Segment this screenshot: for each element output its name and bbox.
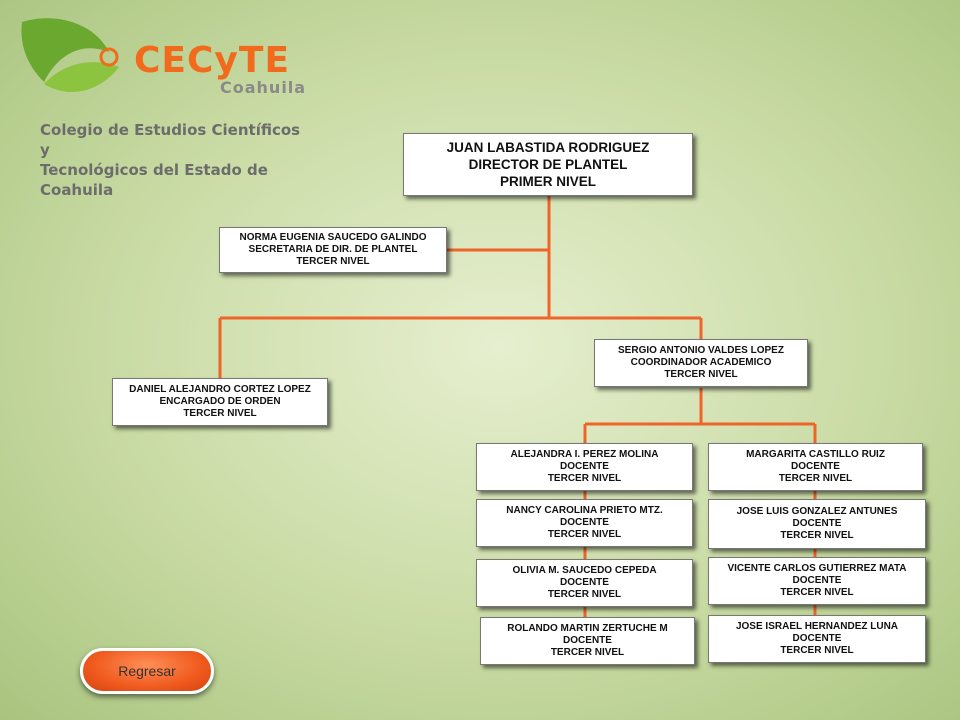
node-secretaria: NORMA EUGENIA SAUCEDO GALINDO SECRETARIA… xyxy=(219,227,447,273)
node-name: JOSE LUIS GONZALEZ ANTUNES xyxy=(736,506,898,517)
node-name: NANCY CAROLINA PRIETO MTZ. xyxy=(506,505,663,516)
node-role: SECRETARIA DE DIR. DE PLANTEL xyxy=(248,244,418,255)
node-role: DOCENTE xyxy=(563,635,612,646)
node-director: JUAN LABASTIDA RODRIGUEZ DIRECTOR DE PLA… xyxy=(403,133,693,196)
brand-state: Coahuila xyxy=(220,78,307,97)
node-name: JUAN LABASTIDA RODRIGUEZ xyxy=(446,140,650,155)
node-name: ALEJANDRA I. PEREZ MOLINA xyxy=(510,449,659,460)
node-name: DANIEL ALEJANDRO CORTEZ LOPEZ xyxy=(129,384,311,395)
node-docente: MARGARITA CASTILLO RUIZ DOCENTE TERCER N… xyxy=(708,443,923,491)
node-name: VICENTE CARLOS GUTIERREZ MATA xyxy=(727,563,907,574)
node-docente: VICENTE CARLOS GUTIERREZ MATA DOCENTE TE… xyxy=(708,557,926,605)
node-role: DOCENTE xyxy=(792,633,842,644)
node-docente: NANCY CAROLINA PRIETO MTZ. DOCENTE TERCE… xyxy=(476,499,693,547)
node-role: DOCENTE xyxy=(791,461,840,472)
node-level: TERCER NIVEL xyxy=(780,530,854,541)
node-docente: ALEJANDRA I. PEREZ MOLINA DOCENTE TERCER… xyxy=(476,443,693,491)
node-name: SERGIO ANTONIO VALDES LOPEZ xyxy=(618,345,784,356)
node-level: TERCER NIVEL xyxy=(547,589,622,600)
node-role: DOCENTE xyxy=(792,575,842,586)
node-role: DOCENTE xyxy=(560,517,609,528)
node-docente: ROLANDO MARTIN ZERTUCHE M DOCENTE TERCER… xyxy=(480,617,695,665)
node-role: DOCENTE xyxy=(560,461,609,472)
node-level: TERCER NIVEL xyxy=(780,645,854,656)
node-name: NORMA EUGENIA SAUCEDO GALINDO xyxy=(239,232,427,243)
node-level: TERCER NIVEL xyxy=(778,473,853,484)
node-name: OLIVIA M. SAUCEDO CEPEDA xyxy=(512,565,657,576)
node-name: ROLANDO MARTIN ZERTUCHE M xyxy=(507,623,668,634)
node-level: TERCER NIVEL xyxy=(780,587,854,598)
brand-name: CECyTE xyxy=(134,40,291,81)
node-level: TERCER NIVEL xyxy=(296,256,370,267)
back-button[interactable]: Regresar xyxy=(80,648,214,694)
node-level: PRIMER NIVEL xyxy=(499,174,596,189)
cecyte-logo: CECyTE Coahuila Colegio de Estudios Cien… xyxy=(14,12,307,199)
college-name: Colegio de Estudios Científicos y Tecnol… xyxy=(40,121,301,199)
node-docente: JOSE ISRAEL HERNANDEZ LUNA DOCENTE TERCE… xyxy=(708,615,926,663)
node-docente: JOSE LUIS GONZALEZ ANTUNES DOCENTE TERCE… xyxy=(708,499,926,549)
node-role: DOCENTE xyxy=(792,518,842,529)
node-role: COORDINADOR ACADEMICO xyxy=(630,357,772,368)
node-role: ENCARGADO DE ORDEN xyxy=(159,396,281,407)
node-role: DIRECTOR DE PLANTEL xyxy=(468,157,628,172)
node-level: TERCER NIVEL xyxy=(550,647,625,658)
node-orden: DANIEL ALEJANDRO CORTEZ LOPEZ ENCARGADO … xyxy=(112,378,328,426)
node-coordinador: SERGIO ANTONIO VALDES LOPEZ COORDINADOR … xyxy=(594,339,808,387)
node-role: DOCENTE xyxy=(560,577,609,588)
node-level: TERCER NIVEL xyxy=(664,369,738,380)
node-docente: OLIVIA M. SAUCEDO CEPEDA DOCENTE TERCER … xyxy=(476,559,693,607)
node-level: TERCER NIVEL xyxy=(547,473,622,484)
leaf-logo-icon xyxy=(21,18,119,93)
node-level: TERCER NIVEL xyxy=(183,408,257,419)
node-level: TERCER NIVEL xyxy=(547,529,622,540)
node-name: MARGARITA CASTILLO RUIZ xyxy=(746,449,885,460)
node-name: JOSE ISRAEL HERNANDEZ LUNA xyxy=(735,621,899,632)
